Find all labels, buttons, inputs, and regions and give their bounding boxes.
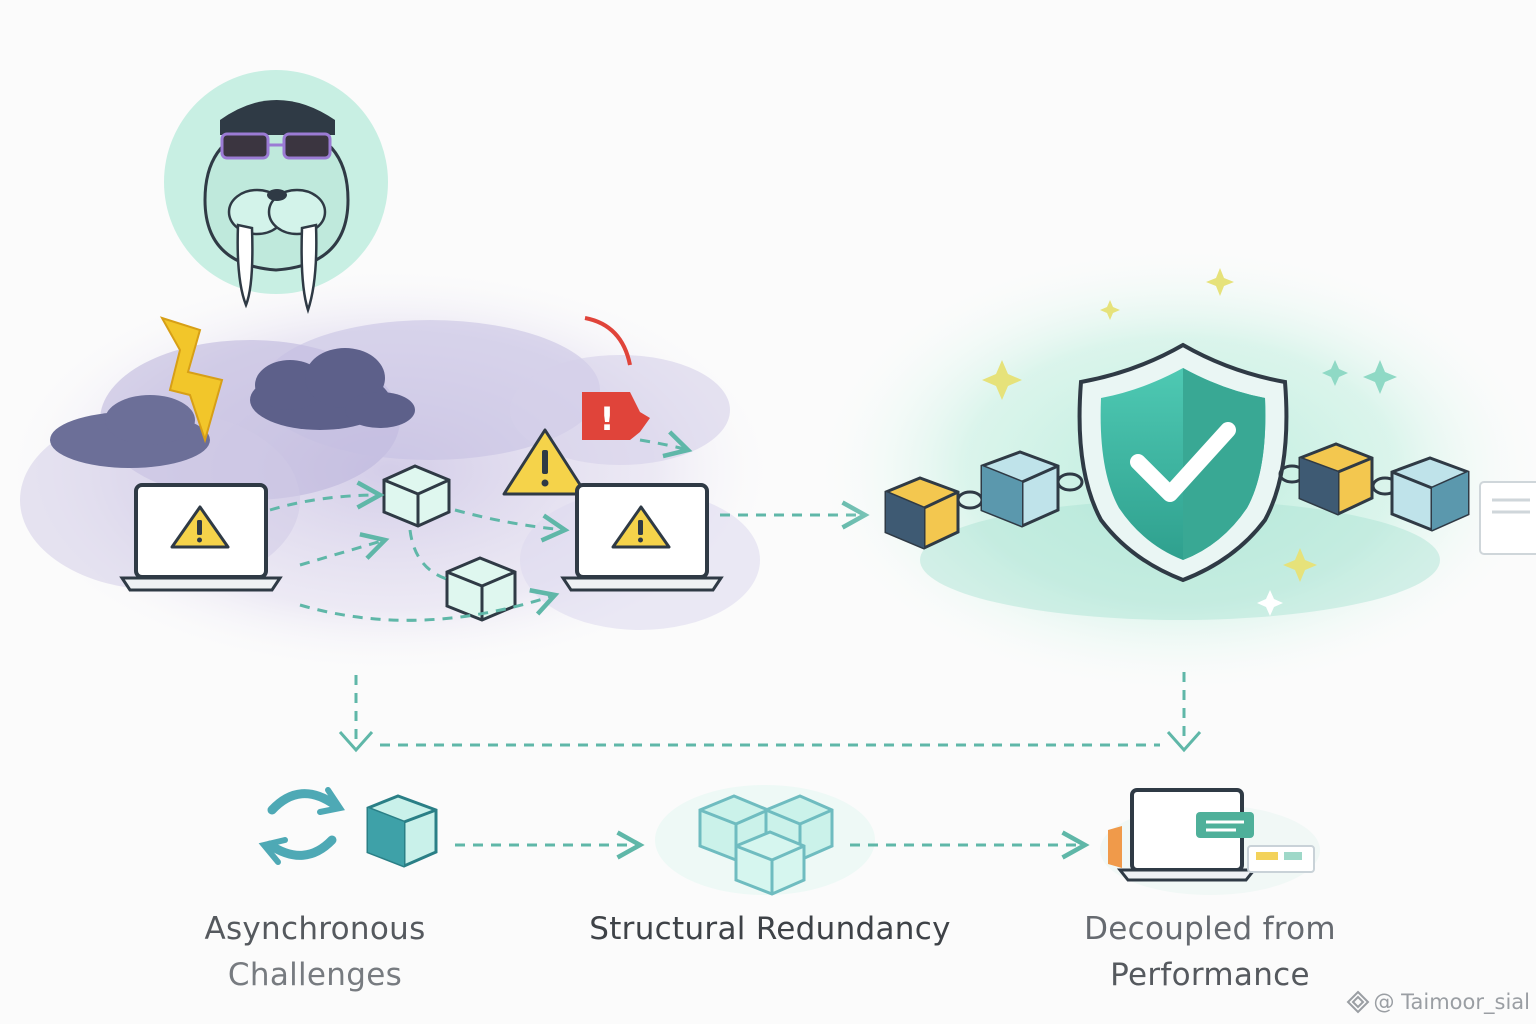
cube-icon [382,464,451,528]
shield-check-icon [1077,342,1289,583]
alert-flag-glyph: ! [600,400,615,438]
warning-icon [502,428,588,496]
walrus-mascot-icon [164,70,388,315]
sync-icon [258,787,345,865]
watermark-text: @ Taimoor_sial [1373,990,1531,1014]
step-label-line: Performance [1110,957,1310,993]
document-card [1479,481,1536,555]
dark-cloud [250,348,415,430]
storm-cloud-area [10,270,770,670]
chain-link-icon [1056,472,1084,492]
chain-block [884,476,960,550]
cube-icon [366,794,438,868]
chain-block [1298,442,1374,516]
laptop-icon [560,483,724,592]
step-label-line: Structural Redundancy [589,911,951,947]
down-connectors [338,672,1202,753]
diamond-logo-icon [1346,990,1369,1014]
warning-icon [170,505,230,549]
laptop-icon [1100,788,1320,895]
alert-flag-icon: ! [582,392,650,440]
dark-cloud [50,395,210,468]
sparkle-icon [982,268,1397,616]
step-label-decoupled-from-performance: Decoupled from Performance [1050,906,1370,998]
flow-arrows [269,430,693,622]
redundant-cubes-icon [655,785,875,896]
watermark: @ Taimoor_sial [1346,990,1531,1014]
step-label-structural-redundancy: Structural Redundancy [560,906,980,952]
step-label-line: Asynchronous [204,911,426,947]
chain-block [980,450,1060,528]
red-arc [584,316,632,366]
cube-icon [445,556,517,622]
lightning-icon [159,316,224,444]
chain-block [1390,456,1470,532]
step-label-line: Challenges [227,957,403,993]
step-label-asynchronous-challenges: Asynchronous Challenges [165,906,465,998]
step-label-line: Decoupled from [1084,911,1336,947]
laptop-icon [119,483,283,592]
warning-icon [611,505,671,549]
cube-icon [734,830,806,896]
